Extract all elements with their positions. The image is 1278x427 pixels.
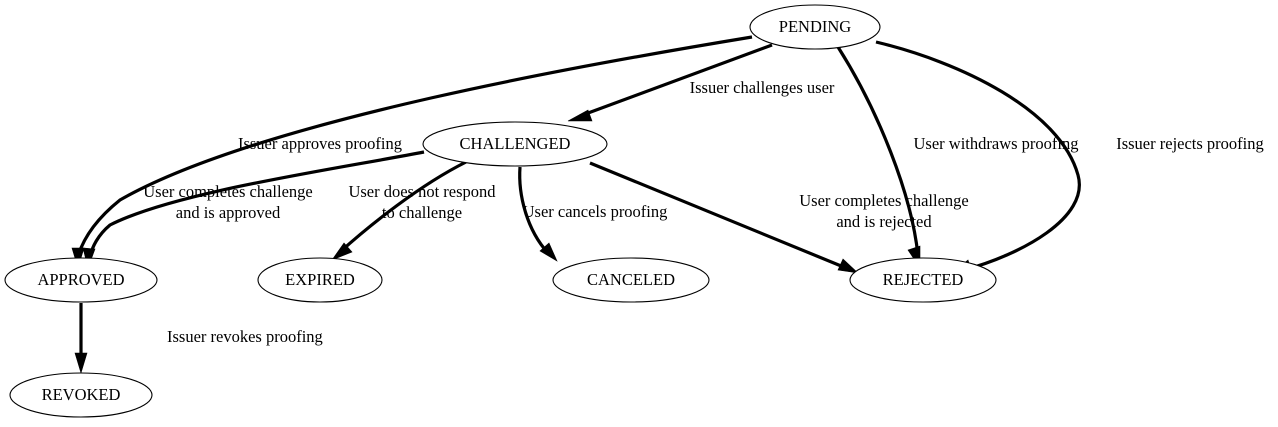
edge-label-challenged-canceled: User cancels proofing	[523, 202, 668, 221]
node-shape-approved[interactable]	[4, 257, 158, 303]
node-shape-challenged[interactable]	[422, 121, 608, 167]
edge-label-challenged-approved-line2: and is approved	[176, 203, 281, 222]
edge-label-challenged-rejected: User completes challenge	[799, 191, 969, 210]
edge-label-approved-revoked: Issuer revokes proofing	[167, 327, 323, 346]
edge-label-challenged-expired: User does not respond	[348, 182, 496, 201]
edge-pending-approved: Issuer approves proofing	[71, 35, 753, 270]
edge-approved-revoked: Issuer revokes proofing	[74, 303, 323, 375]
edge-path-challenged-expired	[338, 160, 467, 254]
edge-challenged-canceled: User cancels proofing	[518, 166, 668, 262]
arrowhead-icon	[74, 352, 88, 375]
node-canceled[interactable]: CANCELED	[552, 257, 710, 303]
arrowhead-icon	[567, 109, 593, 122]
node-revoked[interactable]: REVOKED	[9, 372, 153, 418]
edge-challenged-approved: User completes challenge and is approved	[82, 150, 425, 270]
edge-path-pending-canceled	[836, 46, 920, 257]
edge-label-pending-rejected: Issuer rejects proofing	[1116, 134, 1264, 153]
edge-label-challenged-expired-line2: to challenge	[382, 203, 462, 222]
edge-pending-challenged: Issuer challenges user	[567, 43, 835, 122]
node-shape-rejected[interactable]	[849, 257, 997, 303]
node-expired[interactable]: EXPIRED	[257, 257, 383, 303]
edge-label-pending-canceled: User withdraws proofing	[914, 134, 1079, 153]
node-shape-canceled[interactable]	[552, 257, 710, 303]
edge-challenged-expired: User does not respond to challenge	[331, 160, 496, 261]
node-shape-revoked[interactable]	[9, 372, 153, 418]
edge-label-challenged-rejected-line2: and is rejected	[836, 212, 932, 231]
edge-path-challenged-canceled	[518, 166, 550, 255]
arrowhead-icon	[539, 242, 558, 262]
edge-path-pending-approved	[76, 35, 753, 257]
node-approved[interactable]: APPROVED	[4, 257, 158, 303]
edge-path-challenged-approved	[88, 150, 425, 258]
edge-path-pending-rejected	[875, 40, 1081, 272]
node-shape-expired[interactable]	[257, 257, 383, 303]
edge-path-challenged-rejected	[589, 161, 847, 270]
node-rejected[interactable]: REJECTED	[849, 257, 997, 303]
node-shape-pending[interactable]	[749, 4, 881, 50]
node-pending[interactable]: PENDING	[749, 4, 881, 50]
edge-label-pending-challenged: Issuer challenges user	[690, 78, 835, 97]
nodes-layer: PENDING CHALLENGED APPROVED EXPIRED CANCELED…	[4, 4, 997, 418]
arrowhead-icon	[331, 242, 353, 261]
node-challenged[interactable]: CHALLENGED	[422, 121, 608, 167]
edge-label-challenged-approved: User completes challenge	[143, 182, 313, 201]
edge-pending-rejected: Issuer rejects proofing	[875, 40, 1264, 274]
edge-path-pending-challenged	[579, 43, 773, 118]
arrowhead-icon	[837, 258, 859, 274]
